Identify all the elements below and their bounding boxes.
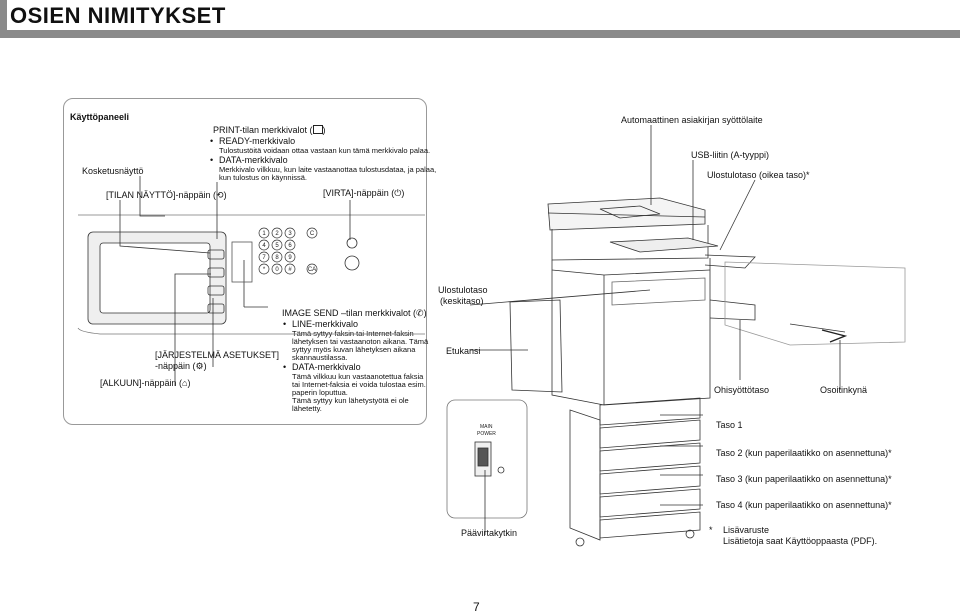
keypad-key-0: 0 xyxy=(275,267,279,273)
tray4-label: Taso 4 (kun paperilaatikko on asennettun… xyxy=(716,500,892,510)
bypass-label: Ohisyöttötaso xyxy=(714,385,770,395)
printer-icon xyxy=(312,125,323,134)
data2-desc-0: Tämä vilkkuu kun vastaanotettua faksia xyxy=(292,372,424,381)
header-tab xyxy=(0,0,7,30)
usb-label: USB-liitin (A-tyyppi) xyxy=(691,150,770,160)
keypad-key-#: # xyxy=(288,267,292,273)
keypad-key-9: 9 xyxy=(288,255,292,261)
tray1-label: Taso 1 xyxy=(716,420,743,430)
line-desc-2: syttyy myös kuvan lähetyksen aikana xyxy=(292,345,416,354)
page-header: OSIEN NIMITYKSET xyxy=(0,0,960,38)
page-number: 7 xyxy=(473,600,480,614)
keypad-key-outline xyxy=(258,227,270,239)
data2-desc-2: paperin loputtua. xyxy=(292,388,348,397)
keypad-key-8: 8 xyxy=(275,255,279,261)
keypad-key-outline xyxy=(271,227,283,239)
main-switch-label: Päävirtakytkin xyxy=(461,528,518,538)
keypad-key-outline xyxy=(306,227,318,239)
data2-title: DATA-merkkivalo xyxy=(283,362,361,373)
footnote-line-1: Lisävaruste xyxy=(723,525,770,535)
stylus-label: Osoitinkynä xyxy=(820,385,868,395)
ready-title: READY-merkkivalo xyxy=(210,136,295,147)
tray3-label: Taso 3 (kun paperilaatikko on asennettun… xyxy=(716,474,892,484)
main-power-text-2: POWER xyxy=(477,431,496,437)
front-cover-label: Etukansi xyxy=(446,346,481,356)
keypad-key-7: 7 xyxy=(262,255,266,261)
footnote-star: * xyxy=(709,525,713,535)
data-desc-2: kun tulostus on käynnissä. xyxy=(219,173,307,182)
keypad-key-outline xyxy=(258,251,270,263)
keypad-key-C: C xyxy=(310,231,315,237)
home-key-label: [ALKUUN]-näppäin (⌂) xyxy=(100,378,191,388)
data2-desc-4: lähetetty. xyxy=(292,404,322,413)
keypad-key-outline xyxy=(306,263,318,275)
keypad-key-1: 1 xyxy=(262,231,266,237)
main-power-text-1: MAIN xyxy=(480,424,493,430)
keypad-key-outline xyxy=(284,239,296,251)
feeder-label: Automaattinen asiakirjan syöttölaite xyxy=(621,115,763,125)
data2-desc-3: Tämä syttyy kun lähetystyötä ei ole xyxy=(292,396,409,405)
keypad-key-outline xyxy=(271,239,283,251)
output-right-label: Ulostulotaso (oikea taso)* xyxy=(707,170,810,180)
output-center-label-1: Ulostulotaso xyxy=(438,285,488,295)
keypad-key-outline xyxy=(258,263,270,275)
keypad-key-outline xyxy=(284,263,296,275)
line-title: LINE-merkkivalo xyxy=(283,319,358,330)
keypad-key-4: 4 xyxy=(262,243,266,249)
line-desc-3: skannaustilassa. xyxy=(292,353,348,362)
status-key-label: [TILAN NÄYTTÖ]-näppäin (⟲) xyxy=(106,190,227,200)
panel-heading: Käyttöpaneeli xyxy=(70,112,130,122)
power-key-label: [VIRTA]-näppäin (⏻) xyxy=(323,188,405,198)
footnote-line-2: Lisätietoja saat Käyttöoppaasta (PDF). xyxy=(723,536,878,546)
fax-icon: ✆) xyxy=(416,308,427,318)
tray2-label: Taso 2 (kun paperilaatikko on asennettun… xyxy=(716,448,892,458)
data2-desc-1: tai Internet-faksia ei voida tulostaa es… xyxy=(292,380,426,389)
keypad-key-*: * xyxy=(263,267,266,273)
settings-key-label-1: [JÄRJESTELMÄ ASETUKSET] xyxy=(155,350,280,360)
header-rule xyxy=(0,30,960,38)
power-icon: ⏻) xyxy=(394,188,405,198)
gear-icon: ⚙) xyxy=(195,361,207,371)
line-desc-1: lähetyksen tai vastaanoton aikana. Tämä xyxy=(292,337,429,346)
keypad-key-outline xyxy=(284,227,296,239)
data-title: DATA-merkkivalo xyxy=(210,155,288,166)
keypad-key-2: 2 xyxy=(275,231,279,237)
status-icon: ⟲) xyxy=(216,190,227,200)
image-send-label: IMAGE SEND –tilan merkkivalot (✆) xyxy=(282,308,427,318)
keypad-key-outline xyxy=(258,239,270,251)
keypad-key-3: 3 xyxy=(288,231,292,237)
keypad-key-CA: CA xyxy=(308,267,316,273)
print-mode-label: PRINT-tilan merkkivalot () xyxy=(213,125,326,135)
ready-desc: Tulostustöitä voidaan ottaa vastaan kun … xyxy=(219,146,431,155)
keypad-key-outline xyxy=(271,263,283,275)
control-panel-frame xyxy=(63,98,427,425)
touchscreen-label: Kosketusnäyttö xyxy=(82,166,144,176)
keypad-key-outline xyxy=(271,251,283,263)
data-desc-1: Merkkivalo vilkkuu, kun laite vastaanott… xyxy=(219,165,437,174)
home-icon: ⌂) xyxy=(182,378,191,388)
output-center-label-2: (keskitaso) xyxy=(440,296,484,306)
keypad-key-outline xyxy=(284,251,296,263)
keypad-key-6: 6 xyxy=(288,243,292,249)
page-title: OSIEN NIMITYKSET xyxy=(10,3,226,28)
line-desc-0: Tämä syttyy faksin tai Internet-faksin xyxy=(292,329,414,338)
keypad-key-5: 5 xyxy=(275,243,279,249)
